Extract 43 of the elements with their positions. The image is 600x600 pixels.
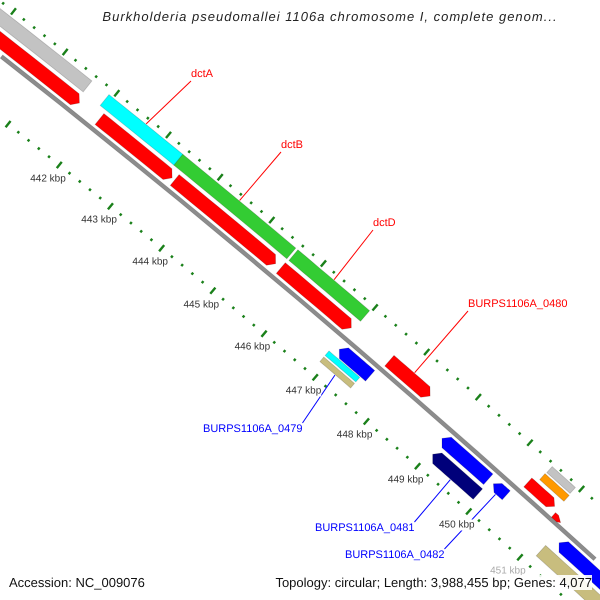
gene-segment xyxy=(338,347,376,382)
gene-label: BURPS1106A_0480 xyxy=(468,298,568,311)
gene-segment xyxy=(492,483,511,500)
gene-label: dctA xyxy=(191,68,214,81)
gene-segment xyxy=(100,94,184,166)
gene-label: BURPS1106A_0482 xyxy=(345,549,444,562)
gene-segment xyxy=(170,174,276,266)
scale-label: 448 kbp xyxy=(336,430,372,441)
scale-label: 443 kbp xyxy=(81,214,117,226)
leader-line xyxy=(302,374,336,424)
footer-text: Accession: NC_009076 xyxy=(9,575,145,590)
footer-text: Topology: circular; Length: 3,988,455 bp; Genes: 4,077 xyxy=(275,575,592,590)
gene-segment xyxy=(94,113,172,180)
scale-label: 447 kbp xyxy=(286,386,322,396)
scale-label: 442 kbp xyxy=(30,174,66,184)
gene-segment xyxy=(384,354,430,398)
gene-segment xyxy=(324,350,360,382)
gene-segment xyxy=(173,154,296,260)
leader-line xyxy=(414,310,468,374)
scale-label: 450 kbp xyxy=(439,519,475,530)
gene-segment xyxy=(523,477,556,508)
scale-label: 444 kbp xyxy=(132,256,168,268)
gene-label: dctB xyxy=(281,139,304,152)
gene-segment xyxy=(288,249,370,322)
gene-segment xyxy=(546,466,576,494)
leader-line xyxy=(334,230,374,280)
leader-line xyxy=(146,80,192,124)
gene-label: BURPS1106A_0481 xyxy=(315,522,414,535)
gene-segment xyxy=(276,262,352,330)
leader-line xyxy=(239,152,282,201)
gene-segment xyxy=(319,356,356,389)
scale-label: 451 kbp xyxy=(490,565,526,576)
gene-label: dctD xyxy=(373,217,396,230)
scale-label: 449 kbp xyxy=(388,474,424,486)
chromosome-backbone xyxy=(0,54,597,562)
gene-segment xyxy=(442,436,494,486)
gene-segment xyxy=(432,452,484,500)
gene-segment xyxy=(539,473,570,502)
title: Burkholderia pseudomallei 1106a chromosome I, complete genom... xyxy=(102,9,558,24)
scale-label: 446 kbp xyxy=(234,342,270,353)
scale-label: 445 kbp xyxy=(184,299,220,310)
leader-line xyxy=(414,479,451,522)
gene-label: BURPS1106A_0479 xyxy=(203,423,302,436)
